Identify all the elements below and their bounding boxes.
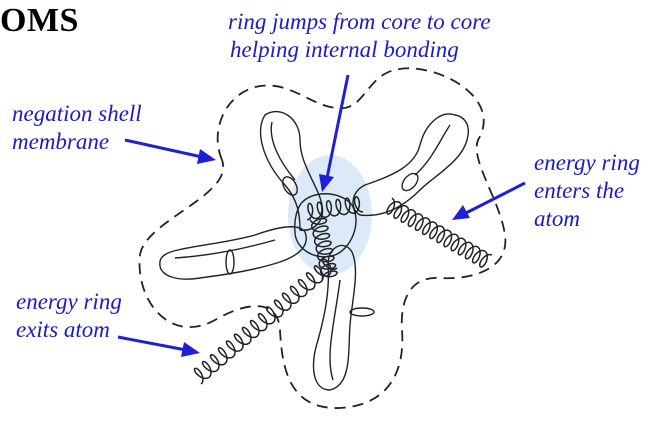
ring-marker <box>350 308 374 316</box>
label-negation-shell: negation shell membrane <box>12 100 142 156</box>
label-line: membrane <box>12 128 142 156</box>
label-line: negation shell <box>12 100 142 128</box>
label-line: exits atom <box>16 316 122 344</box>
label-line: energy ring <box>534 149 640 177</box>
label-line: helping internal bonding <box>228 36 491 64</box>
label-line: energy ring <box>16 288 122 316</box>
label-energy-enters: energy ring enters the atom <box>534 149 640 233</box>
label-line: enters the <box>534 177 640 205</box>
ring-marker <box>226 250 234 274</box>
arrow-energy-enters <box>466 183 525 213</box>
arrow-energy-exits <box>118 337 186 350</box>
label-line: atom <box>534 205 640 233</box>
energy-ring-exiting <box>194 259 337 384</box>
label-line: ring jumps from core to core <box>228 8 491 36</box>
ring-marker <box>399 170 421 193</box>
label-energy-exits: energy ring exits atom <box>16 288 122 344</box>
label-ring-jumps: ring jumps from core to core helping int… <box>228 8 491 64</box>
